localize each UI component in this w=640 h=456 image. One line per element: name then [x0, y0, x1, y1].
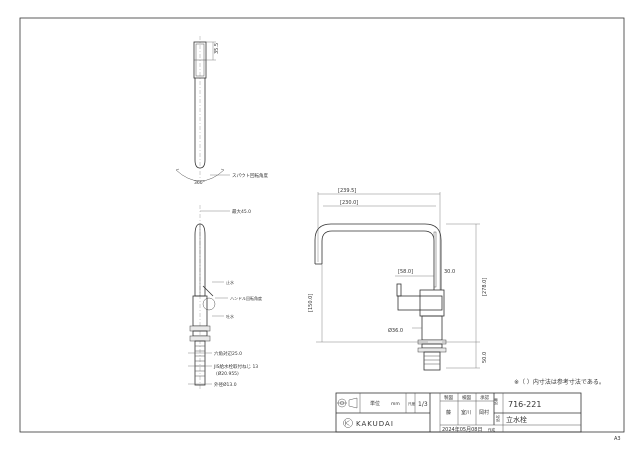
side-view: 最大45.0 止水 ハンドル回転角度 吐水 六角対辺25.0 JIS給水栓取付ね…: [188, 205, 262, 390]
part-name: 立水栓: [506, 415, 527, 424]
scale-label: 尺度: [408, 401, 416, 406]
rotation-angle: 360°: [194, 180, 205, 186]
drafter-label: 製図: [444, 394, 453, 401]
unit-label: 単位: [370, 400, 380, 407]
title-block: 単位 mm 尺度 1/3 製図 検図 承認 藤 室川 岡村 品番 716-221…: [335, 392, 582, 433]
handle-rotation-label: ハンドル回転角度: [230, 295, 262, 301]
top-view: 35.5 スパウト回転角度 360°: [175, 36, 268, 186]
dim-30-0: 30.0: [444, 269, 455, 275]
dim-150-0: [150.0]: [308, 294, 314, 312]
dim-max-45: 最大45.0: [232, 208, 251, 215]
approver-name: 岡村: [479, 409, 489, 416]
date-suffix: 作成: [488, 427, 496, 432]
unit-value: mm: [391, 402, 400, 407]
dim-278-0: [278.0]: [482, 278, 488, 296]
projection-symbol-icon: [337, 397, 358, 409]
checker-name: 室川: [461, 409, 471, 416]
dim-36-0: Ø36.0: [388, 327, 403, 334]
spout-rotation-label: スパウト回転角度: [232, 172, 268, 179]
page-number: A3: [614, 436, 621, 442]
reference-note: ※（ ）内寸法は参考寸法である。: [514, 378, 605, 386]
scale-value: 1/3: [418, 401, 428, 408]
dim-230-0: [230.0]: [340, 200, 358, 206]
name-label: 品名: [495, 415, 500, 422]
stop-label: 止水: [226, 279, 234, 285]
part-number: 716-221: [508, 400, 541, 409]
outer-dia-label: 外径Ø13.0: [214, 381, 237, 388]
front-view: [239.5] [230.0] [58.0] 30.0 Ø36.0 [150.0…: [308, 188, 488, 371]
approver-label: 承認: [480, 394, 489, 401]
creation-date: 2024年05月08日: [442, 426, 482, 433]
dim-top-35: 35.5: [214, 43, 220, 54]
brand-logo-icon: [343, 418, 353, 428]
dim-239-5: [239.5]: [338, 188, 356, 194]
hex-nut-label: 六角対辺25.0: [214, 350, 242, 357]
brand-name: KAKUDAI: [356, 420, 394, 428]
open-label: 吐水: [226, 313, 234, 319]
dim-50-0: 50.0: [482, 352, 488, 363]
jis-thread-label: JIS給水栓取付ねじ 13: [213, 363, 258, 370]
part-label: 品番: [493, 398, 498, 406]
drafter-name: 藤: [446, 409, 451, 416]
dim-58-0: [58.0]: [398, 269, 413, 275]
thread-dia-label: (Ø20.955): [216, 370, 239, 377]
sheet-border: [19, 17, 625, 433]
checker-label: 検図: [462, 394, 471, 401]
